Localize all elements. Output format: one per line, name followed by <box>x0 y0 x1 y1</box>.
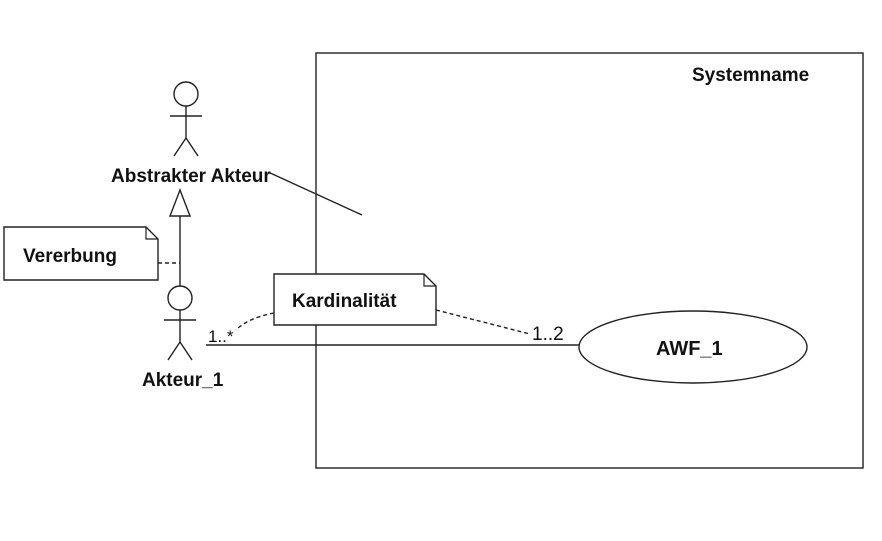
note-inheritance: Vererbung <box>3 226 159 281</box>
system-boundary: Systemname <box>315 52 864 469</box>
actor-multiplicity: 1..* <box>208 327 234 346</box>
abstract-actor: Abstrakter Akteur <box>111 81 271 187</box>
note-cardinality-connector-left <box>235 312 275 331</box>
abstract-actor-association <box>267 171 363 216</box>
stick-figure-icon <box>170 81 202 157</box>
use-case-label: AWF_1 <box>656 338 723 360</box>
stick-figure-icon <box>164 285 196 361</box>
note-cardinality-text: Kardinalität <box>292 291 397 312</box>
system-name: Systemname <box>692 65 809 86</box>
concrete-actor: Akteur_1 <box>142 285 224 391</box>
usecase-multiplicity: 1..2 <box>532 324 564 345</box>
generalization-arrow <box>168 188 192 286</box>
note-cardinality: Kardinalität <box>273 273 437 326</box>
use-case: AWF_1 <box>578 310 808 384</box>
note-inheritance-text: Vererbung <box>23 246 117 267</box>
note-cardinality-connector-right <box>435 309 531 335</box>
abstract-actor-label: Abstrakter Akteur <box>111 166 271 187</box>
concrete-actor-label: Akteur_1 <box>142 370 224 391</box>
